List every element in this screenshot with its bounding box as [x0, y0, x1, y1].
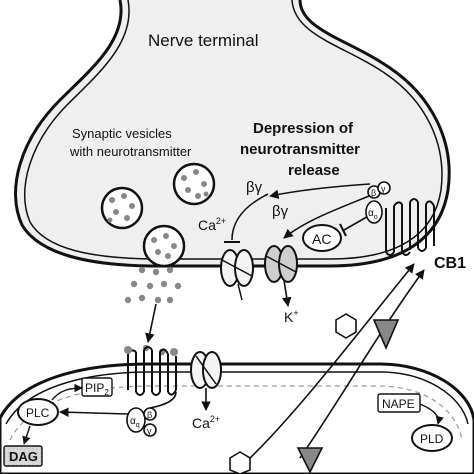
endocannabinoid-hexagon-mid [335, 313, 357, 339]
nape-box [377, 393, 421, 413]
postsynaptic-cell [0, 362, 474, 474]
vesicles-label-line1: Synaptic vesicles [72, 126, 172, 141]
plc-label: PLC [26, 406, 50, 420]
g-gamma-post-label: γ [147, 426, 152, 436]
pld-enzyme [411, 424, 453, 452]
plc-to-dag-arrow [22, 425, 31, 445]
nerve-terminal-label: Nerve terminal [148, 31, 259, 50]
released-neurotransmitter [124, 266, 182, 356]
postsynaptic-calcium-channel [190, 351, 222, 389]
inhibit-ca-line [231, 193, 269, 241]
vesicles-label-line2: with neurotransmitter [69, 144, 192, 159]
presynaptic-membrane-inner [23, 0, 443, 260]
nape-label: NAPE [382, 397, 415, 411]
synaptic-vesicle-fusing [142, 224, 186, 268]
dag-label: DAG [9, 449, 38, 464]
gq-to-plc-arrow [59, 407, 129, 418]
postsynaptic-membrane-outer [0, 362, 474, 474]
potassium-efflux-arrow [281, 279, 292, 307]
pld-label: PLD [420, 432, 444, 446]
neurotransmitter-arrow [145, 303, 157, 343]
postsynaptic-receptor [124, 346, 178, 396]
plc-to-pip2-arrow [51, 383, 83, 401]
pip2-label: PIP2 [85, 381, 109, 397]
postsynaptic-membrane-inner [5, 371, 469, 425]
beta-gamma-label-1: βγ [246, 179, 263, 196]
depression-label-line1: Depression of [253, 120, 354, 137]
g-alpha-pre-label: αo [368, 208, 378, 221]
g-protein-presynaptic [365, 181, 391, 224]
adenylyl-cyclase [302, 224, 342, 252]
beta-gamma-arrow-to-k [283, 193, 375, 239]
g-gamma-pre-label: γ [381, 184, 386, 194]
inhibit-ac-bar [339, 223, 347, 237]
endocannabinoid-triangle-bottom [296, 447, 324, 474]
ca-pre-label: Ca2+ [198, 216, 226, 233]
plc-enzyme [17, 398, 59, 426]
cb1-receptor [385, 198, 435, 256]
g-beta-post-label: β [147, 410, 152, 420]
retrograde-arrow-2 [299, 269, 425, 459]
synaptic-vesicle [172, 162, 216, 206]
ca-post-label: Ca2+ [192, 414, 220, 431]
g-beta-pre-label: β [371, 188, 376, 198]
ac-label: AC [312, 231, 331, 247]
endocannabinoid-triangle-mid [372, 319, 400, 351]
g-protein-postsynaptic [126, 407, 157, 437]
beta-gamma-arrow-to-ca [269, 183, 371, 200]
receptor-to-gq-line [149, 391, 177, 409]
depression-label-line2: neurotransmitter [240, 141, 360, 158]
potassium-channel [264, 245, 298, 283]
k-plus-label: K+ [284, 308, 299, 325]
depression-label-line3: release [288, 162, 340, 179]
nape-to-pld-arrow [419, 403, 444, 425]
dag-box [3, 445, 43, 467]
endocannabinoid-hexagon-bottom [229, 451, 251, 474]
synaptic-vesicle [100, 186, 144, 230]
retrograde-arrow-1 [245, 263, 415, 463]
g-alpha-post-label: αq [130, 416, 140, 429]
cb1-label: CB1 [434, 255, 466, 272]
beta-gamma-label-2: βγ [272, 203, 289, 220]
presynaptic-calcium-channel [220, 249, 254, 301]
